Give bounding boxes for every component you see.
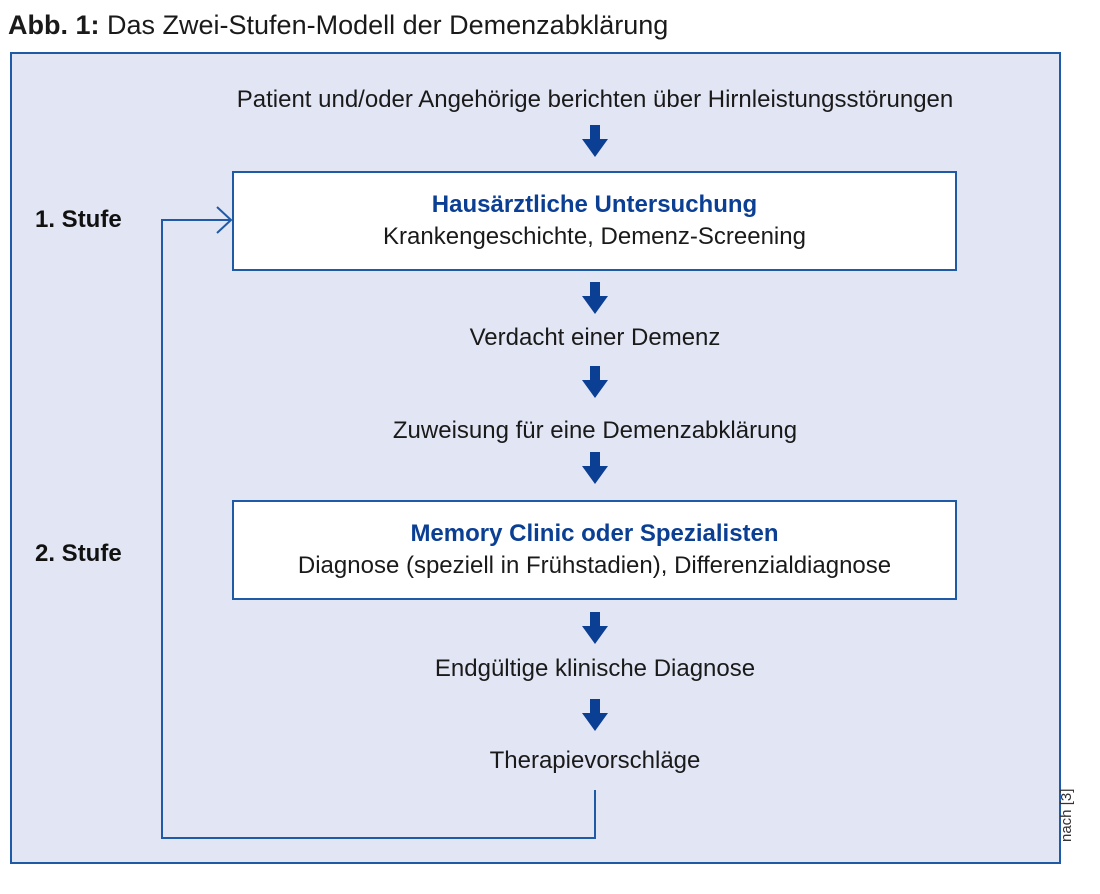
figure-title-text: Das Zwei-Stufen-Modell der Demenzabkläru… [107, 10, 669, 40]
stage-1-label: 1. Stufe [35, 206, 122, 233]
flow-step-therapie: Therapievorschläge [489, 747, 701, 774]
box2-title: Memory Clinic oder Spezialisten [410, 520, 779, 547]
feedback-arrowhead-icon [216, 206, 233, 234]
box1-title: Hausärztliche Untersuchung [431, 191, 758, 218]
flow-step-verdacht: Verdacht einer Demenz [469, 324, 721, 351]
arrow-down-icon [582, 699, 608, 731]
arrow-down-icon [582, 452, 608, 484]
flow-step-zuweisung: Zuweisung für eine Demenzabklärung [392, 417, 798, 444]
arrow-down-icon [582, 612, 608, 644]
figure-label: Abb. 1: [8, 10, 100, 40]
figure-title: Abb. 1: Das Zwei-Stufen-Modell der Demen… [8, 10, 668, 41]
arrow-down-icon [582, 366, 608, 398]
box2-subtitle: Diagnose (speziell in Frühstadien), Diff… [297, 552, 892, 579]
box-memory-clinic: Memory Clinic oder Spezialisten Diagnose… [232, 500, 957, 600]
flow-start-text: Patient und/oder Angehörige berichten üb… [236, 86, 954, 113]
stage-2-label: 2. Stufe [35, 540, 122, 567]
feedback-loop-line [161, 219, 596, 839]
arrow-down-icon [582, 282, 608, 314]
source-citation: nach [3] [1058, 788, 1075, 842]
flow-step-diagnose: Endgültige klinische Diagnose [434, 655, 756, 682]
box-hausaerztliche-untersuchung: Hausärztliche Untersuchung Krankengeschi… [232, 171, 957, 271]
box1-subtitle: Krankengeschichte, Demenz-Screening [383, 223, 806, 250]
arrow-down-icon [582, 125, 608, 157]
